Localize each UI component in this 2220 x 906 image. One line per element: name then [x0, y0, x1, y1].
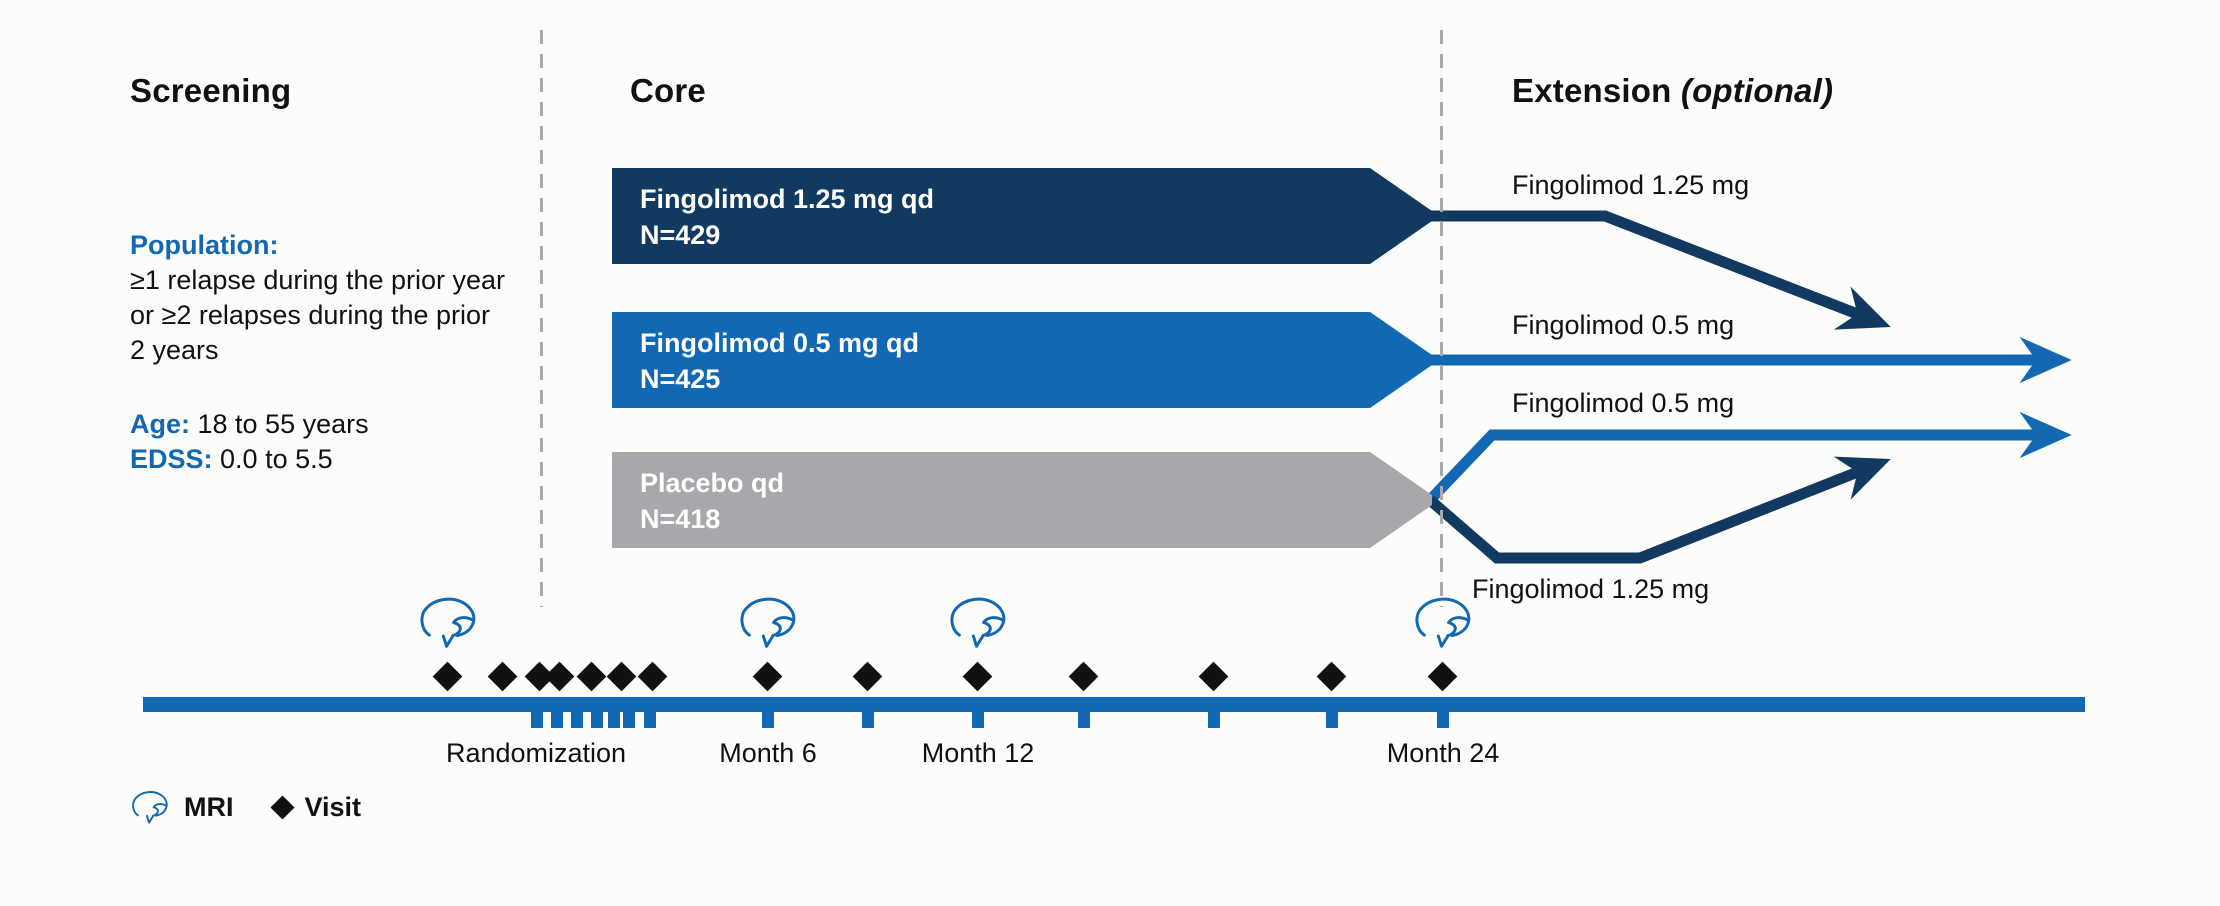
core-extension-divider: [1440, 30, 1443, 607]
ext-path-placebo-to-125: [1426, 456, 1891, 564]
visit-diamond-icon: [1068, 661, 1099, 692]
visit-diamond-icon: [637, 661, 668, 692]
edss-label: EDSS:: [130, 444, 213, 474]
brain-mri-icon: [1412, 596, 1474, 650]
brain-mri-icon: [737, 596, 799, 650]
timeline-tick: [1437, 712, 1449, 728]
extension-optional-qualifier: (optional): [1680, 72, 1834, 109]
ext-path-placebo-to-05: [1426, 411, 2072, 504]
age-label: Age:: [130, 409, 190, 439]
arm-label: Placebo qd: [640, 468, 785, 498]
legend-visit-label: Visit: [304, 792, 362, 822]
brain-mri-icon: [947, 596, 1009, 650]
timeline-tick: [1078, 712, 1090, 728]
population-line-3: 2 years: [130, 335, 219, 365]
visit-diamond-icon: [606, 661, 637, 692]
age-criterion: Age: 18 to 55 years: [130, 409, 369, 439]
timeline-tick: [608, 712, 620, 728]
edss-criterion: EDSS: 0.0 to 5.5: [130, 444, 333, 474]
arm-bar-fingolimod-125: Fingolimod 1.25 mg qd N=429: [612, 168, 1432, 264]
screening-core-divider: [540, 30, 543, 607]
arm-n: N=425: [640, 364, 721, 394]
timeline-tick: [1208, 712, 1220, 728]
visit-diamond-icon: [752, 661, 783, 692]
visit-diamond-icon: [852, 661, 883, 692]
screening-phase-title: Screening: [130, 72, 292, 109]
arm-n: N=429: [640, 220, 721, 250]
month12-label: Month 12: [921, 738, 1035, 768]
brain-mri-icon: [130, 790, 170, 825]
arm-label: Fingolimod 1.25 mg qd: [640, 184, 935, 214]
timeline-tick: [1326, 712, 1338, 728]
ext-label-fingolimod-125: Fingolimod 1.25 mg: [1512, 170, 1750, 200]
population-line-1: ≥1 relapse during the prior year: [130, 265, 506, 295]
legend: MRI Visit: [130, 790, 361, 825]
visit-diamond-icon: [1198, 661, 1229, 692]
visit-diamond-icon: [1427, 661, 1458, 692]
randomization-label: Randomization: [445, 738, 627, 768]
visit-diamond-icon: [576, 661, 607, 692]
population-line-2: or ≥2 relapses during the prior: [130, 300, 491, 330]
ext-label-fingolimod-05: Fingolimod 0.5 mg: [1512, 310, 1735, 340]
visit-diamond-icon: [1316, 661, 1347, 692]
ext-label-placebo-125: Fingolimod 1.25 mg: [1472, 574, 1710, 604]
visit-diamond-icon: [269, 795, 295, 820]
visit-diamond-icon: [487, 661, 518, 692]
population-label: Population:: [130, 230, 279, 260]
timeline-axis: [143, 697, 2085, 712]
timeline-tick: [862, 712, 874, 728]
legend-mri-label: MRI: [184, 792, 234, 822]
core-phase-title: Core: [630, 72, 706, 109]
arm-label: Fingolimod 0.5 mg qd: [640, 328, 919, 358]
timeline-tick: [644, 712, 656, 728]
timeline-tick: [591, 712, 603, 728]
timeline-tick: [623, 712, 635, 728]
extension-phase-title: Extension (optional): [1512, 72, 1834, 109]
timeline-tick: [571, 712, 583, 728]
ext-label-placebo-05: Fingolimod 0.5 mg: [1512, 388, 1735, 418]
arm-bar-placebo: Placebo qd N=418: [612, 452, 1432, 548]
arm-n: N=418: [640, 504, 721, 534]
month6-label: Month 6: [719, 738, 817, 768]
timeline-tick: [762, 712, 774, 728]
visit-diamond-icon: [544, 661, 575, 692]
brain-mri-icon: [417, 596, 479, 650]
ext-path-125-to-05: [1430, 210, 1891, 330]
timeline-tick: [531, 712, 543, 728]
visit-diamond-icon: [962, 661, 993, 692]
arm-bar-fingolimod-05: Fingolimod 0.5 mg qd N=425: [612, 312, 1432, 408]
month24-label: Month 24: [1386, 738, 1500, 768]
timeline-tick: [551, 712, 563, 728]
timeline-tick: [972, 712, 984, 728]
visit-diamond-icon: [432, 661, 463, 692]
screening-criteria: Population: ≥1 relapse during the prior …: [130, 228, 530, 477]
